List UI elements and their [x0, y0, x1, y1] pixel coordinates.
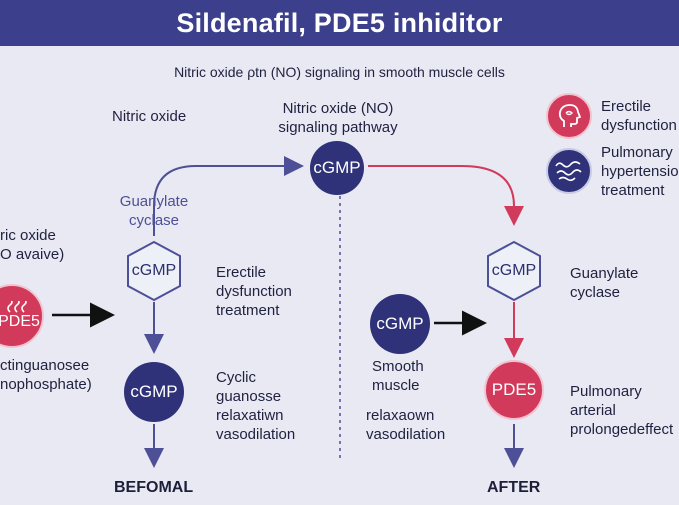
label-guanylate-left-1: Guanylate [119, 193, 189, 210]
label-cyclic-2: guanosse [216, 388, 282, 405]
page-title: Sildenafil, PDE5 inhiditor [176, 7, 503, 38]
label-left-edge-1: ric oxide [0, 227, 56, 244]
cgmp-node-left: cGMP [124, 362, 184, 422]
title-banner: Sildenafil, PDE5 inhiditor [0, 0, 679, 46]
label-guanylate-right-2: cyclase [570, 284, 621, 301]
label-relax-1: relaxaown [366, 407, 435, 424]
cgmp-node-top: cGMP [310, 141, 364, 195]
label-relax-2: vasodilation [366, 426, 446, 443]
legend-pulmonary-1: Pulmonary [601, 144, 673, 161]
label-erectile-mid-1: Erectile [216, 264, 267, 281]
cgmp-hex-left: cGMP [126, 240, 182, 302]
label-pathway-1: Nitric oxide (NO) [282, 100, 394, 117]
lungs-squiggle-icon [546, 148, 592, 194]
cgmp-hex-right-label: cGMP [491, 262, 537, 279]
label-smooth-2: muscle [372, 377, 420, 394]
label-left-edge-2: O avaive) [0, 246, 65, 263]
label-pathway-2: signaling pathway [278, 119, 398, 136]
label-before: BEFOMAL [114, 479, 194, 496]
legend-pulmonary-3: treatment [601, 182, 665, 199]
subtitle: Nitric oxide ρtn (NO) signaling in smoot… [174, 64, 505, 80]
label-pulm-arterial-2: arterial [570, 402, 616, 419]
label-left-edge-4: nophosphate) [0, 376, 92, 393]
label-guanylate-right-1: Guanylate [570, 265, 639, 282]
label-left-edge-3: ctinguanosee [0, 357, 90, 374]
cgmp-hex-left-label: cGMP [131, 262, 177, 279]
arrow-cgmp-to-right-hex [368, 165, 524, 226]
cgmp-hex-right: cGMP [486, 240, 542, 302]
legend-erectile-1: Erectile [601, 98, 652, 115]
arrow-guanylate-to-cgmp [153, 156, 304, 236]
legend-pulmonary-2: hypertension [601, 163, 679, 180]
pde5-node-right: PDE5 [484, 360, 544, 420]
steam-icon [7, 301, 27, 313]
label-pulm-arterial-3: prolongedeffect [570, 421, 674, 438]
pde5-left-label: PDE5 [0, 313, 40, 330]
label-smooth-1: Smooth [372, 358, 424, 375]
label-erectile-mid-3: treatment [216, 302, 280, 319]
label-nitric-oxide: Nitric oxide [112, 108, 187, 125]
label-after: AFTER [487, 479, 541, 496]
label-pulm-arterial-1: Pulmonary [570, 383, 642, 400]
label-cyclic-1: Cyclic [216, 369, 256, 386]
head-profile-icon [546, 93, 592, 139]
cgmp-node-mid: cGMP [370, 294, 430, 354]
label-cyclic-3: relaxatiwn [216, 407, 284, 424]
label-guanylate-left-2: cyclase [128, 212, 180, 229]
legend-erectile-2: dysfunction [601, 117, 677, 134]
label-cyclic-4: vasodilation [216, 426, 296, 443]
label-erectile-mid-2: dysfunction [216, 283, 292, 300]
